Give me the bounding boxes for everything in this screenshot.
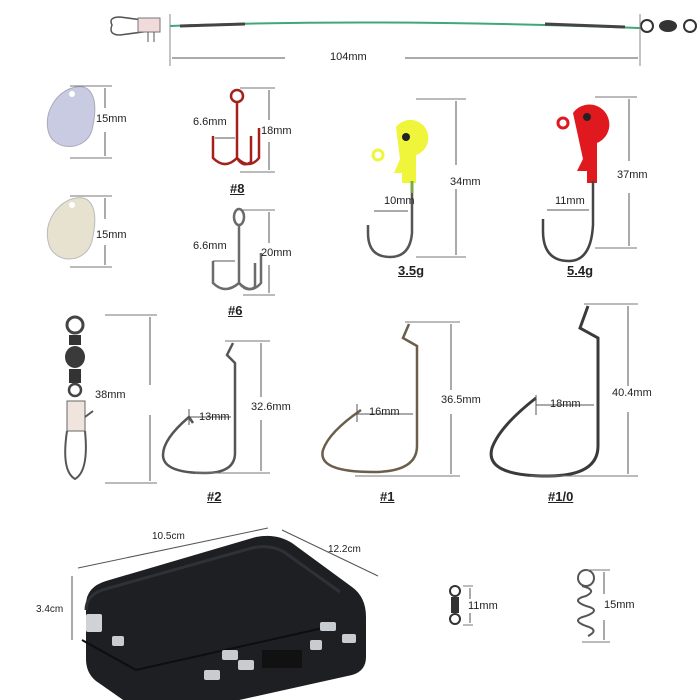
snap-swivel-length-label: 38mm [95, 389, 126, 401]
jig-head-3-5g: 10mm 34mm 3.5g [366, 98, 490, 285]
offset-hook-2: 13mm 32.6mm #2 [155, 335, 305, 510]
treble-hook-8: 6.6mm 18mm #8 [185, 80, 315, 200]
jig-head-yellow-illustration [366, 98, 466, 259]
hook-1-0-size-label: #1/0 [548, 489, 574, 504]
hook-1-0-length-label: 40.4mm [612, 387, 652, 399]
offset-hook-1-illustration [321, 321, 460, 477]
treble-hook-6: 6.6mm 20mm #6 [185, 205, 315, 325]
jig-3-5g-weight-label: 3.5g [398, 263, 425, 278]
hook-2-size-label: #2 [207, 489, 222, 504]
treble-6-gap-label: 6.6mm [193, 240, 227, 252]
offset-hook-1-0-illustration [489, 303, 638, 478]
treble-hook-8-illustration [211, 87, 275, 173]
hook-1-0-gap-label: 18mm [550, 398, 581, 410]
blade-silver-length-label: 15mm [96, 113, 127, 125]
offset-hook-1: 16mm 36.5mm #1 [315, 318, 485, 510]
barrel-swivel: 11mm [445, 583, 515, 633]
bait-spring-length-label: 15mm [604, 599, 635, 611]
jig-5-4g-length-label: 37mm [617, 169, 648, 181]
jig-3-5g-length-label: 34mm [450, 176, 481, 188]
jig-head-5-4g: 11mm 37mm 5.4g [541, 95, 685, 285]
box-depth-label: 12.2cm [328, 544, 361, 555]
barrel-swivel-length-label: 11mm [468, 600, 498, 612]
spinner-blade-silver: 15mm [40, 80, 160, 160]
treble-hook-6-illustration [211, 207, 275, 296]
barrel-swivel-illustration [449, 585, 473, 626]
tackle-box: 10.5cm 12.2cm 3.4cm [0, 510, 400, 700]
hook-1-length-label: 36.5mm [441, 394, 481, 406]
box-width-label: 10.5cm [152, 531, 185, 542]
jig-5-4g-gap-label: 11mm [555, 195, 585, 207]
hook-2-gap-label: 13mm [199, 411, 230, 423]
hook-1-gap-label: 16mm [369, 406, 400, 418]
wire-leader: 104mm [100, 0, 697, 80]
spinner-blade-silver-illustration [46, 85, 112, 159]
treble-8-length-label: 18mm [261, 125, 292, 137]
snap-swivel-illustration [64, 314, 157, 484]
bait-spring: 15mm [572, 568, 662, 648]
leader-length-label: 104mm [330, 51, 367, 63]
blade-gold-length-label: 15mm [96, 229, 127, 241]
jig-head-red-illustration [541, 96, 637, 263]
wire-leader-illustration [110, 14, 697, 66]
treble-8-size-label: #8 [230, 181, 245, 196]
spinner-blade-gold: 15mm [40, 193, 160, 273]
tackle-box-illustration [71, 527, 379, 700]
snap-swivel: 38mm [45, 305, 157, 485]
box-height-label: 3.4cm [36, 604, 64, 615]
jig-3-5g-gap-label: 10mm [384, 195, 415, 207]
hook-1-size-label: #1 [380, 489, 395, 504]
treble-6-length-label: 20mm [261, 247, 292, 259]
treble-8-gap-label: 6.6mm [193, 116, 227, 128]
offset-hook-1-0: 18mm 40.4mm #1/0 [489, 300, 690, 510]
treble-6-size-label: #6 [228, 303, 243, 318]
offset-hook-2-illustration [161, 340, 270, 475]
spinner-blade-gold-illustration [46, 195, 112, 268]
hook-2-length-label: 32.6mm [251, 401, 291, 413]
jig-5-4g-weight-label: 5.4g [567, 263, 594, 278]
bait-spring-illustration [577, 569, 610, 643]
